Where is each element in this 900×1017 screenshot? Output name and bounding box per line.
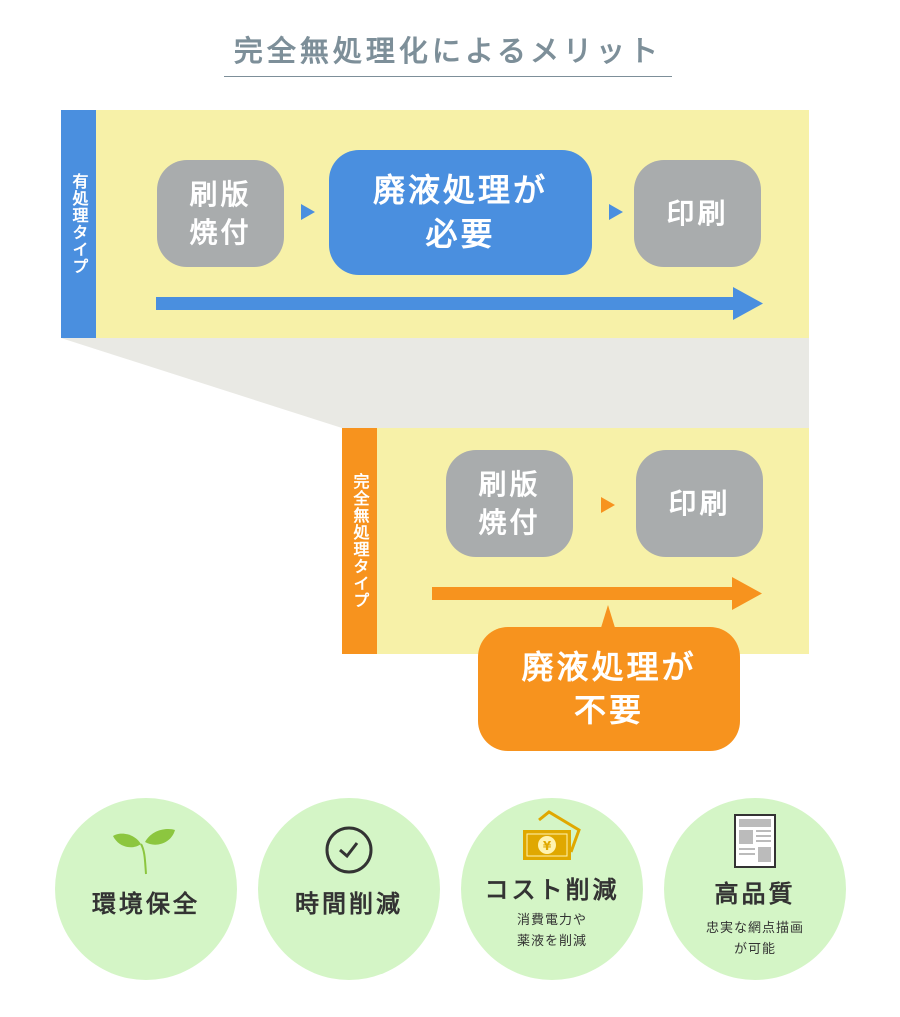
money-icon: ¥	[523, 810, 581, 860]
benefit-time: 時間削減	[258, 798, 440, 980]
zoom-connector	[61, 338, 809, 428]
benefit-title: 高品質	[714, 880, 796, 908]
step-plate-exposure: 刷版 焼付	[157, 160, 284, 267]
step-printing: 印刷	[634, 160, 761, 267]
callout-waste-unnecessary: 廃液処理が 不要	[478, 627, 740, 751]
step-waste-required: 廃液処理が 必要	[329, 150, 592, 275]
conventional-label: 有処理タイプ	[61, 110, 96, 338]
benefit-quality: 高品質 忠実な網点描画 が可能	[664, 798, 846, 980]
process-arrow	[432, 577, 762, 610]
svg-text:¥: ¥	[543, 839, 552, 853]
process-arrow	[156, 287, 763, 320]
sprout-icon	[113, 829, 175, 875]
benefit-title: コスト削減	[484, 876, 620, 904]
arrow-right-icon	[609, 204, 623, 220]
clock-icon	[325, 826, 373, 874]
benefit-subtitle: 消費電力や 薬液を削減	[516, 913, 587, 949]
benefit-environment: 環境保全	[55, 798, 237, 980]
title-underline	[224, 76, 672, 77]
benefit-title: 環境保全	[92, 890, 200, 918]
newspaper-icon	[734, 814, 776, 868]
step-plate-exposure: 刷版 焼付	[446, 450, 573, 557]
page-title: 完全無処理化によるメリット	[233, 34, 663, 68]
benefit-subtitle: 忠実な網点描画 が可能	[705, 921, 804, 957]
benefit-cost: ¥ コスト削減 消費電力や 薬液を削減	[461, 798, 643, 980]
processless-label: 完全無処理タイプ	[342, 428, 377, 654]
benefit-title: 時間削減	[295, 890, 403, 918]
step-printing: 印刷	[636, 450, 763, 557]
callout-pointer	[600, 605, 616, 631]
arrow-right-icon	[301, 204, 315, 220]
arrow-right-icon	[601, 497, 615, 513]
